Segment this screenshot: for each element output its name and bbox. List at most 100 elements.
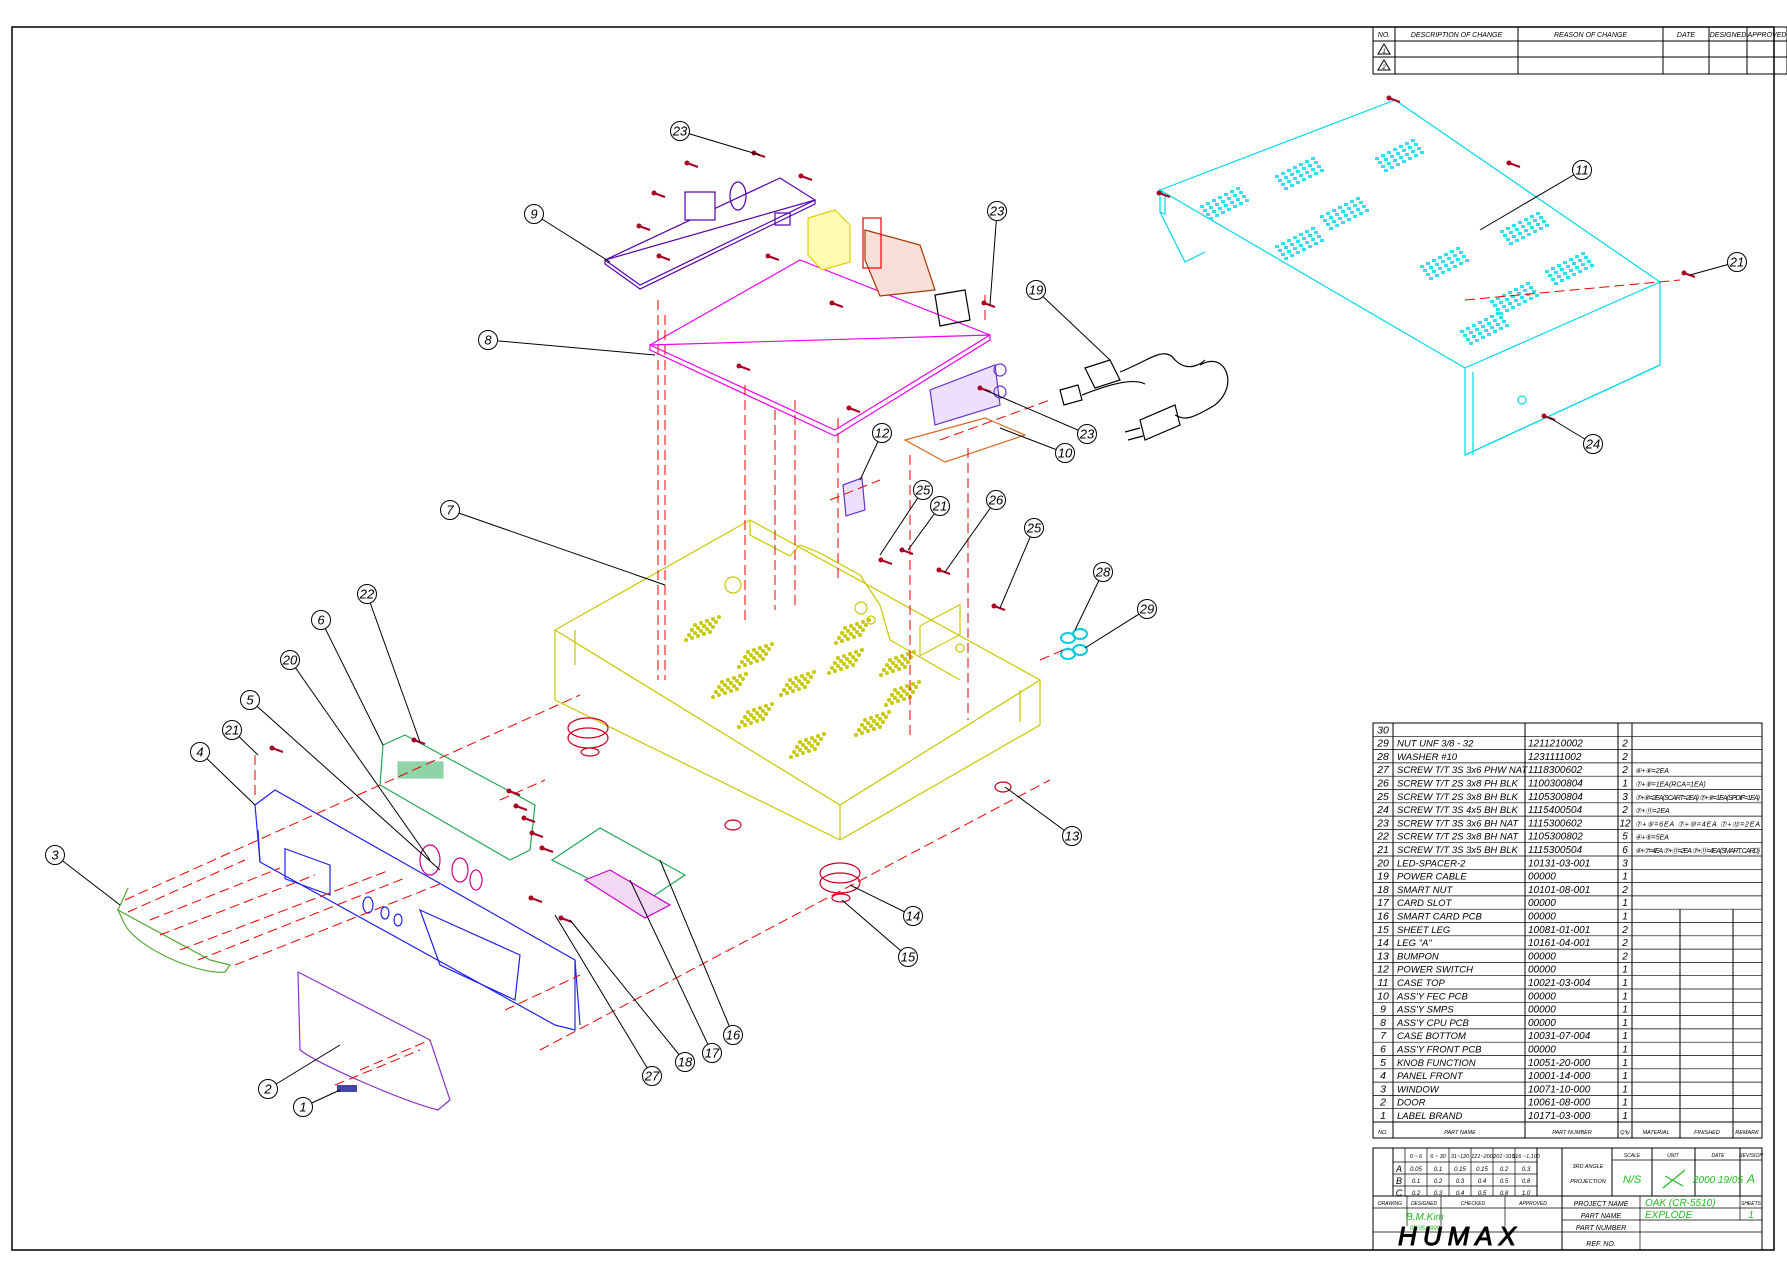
bom-qty: 6 bbox=[1622, 845, 1628, 856]
callout-number: 25 bbox=[915, 483, 931, 498]
leader-line bbox=[366, 593, 421, 743]
callout-circle bbox=[1077, 424, 1097, 444]
callout-circle bbox=[190, 742, 210, 762]
case-bottom-part bbox=[553, 519, 1042, 841]
callout-circle bbox=[872, 423, 892, 443]
callout-circle bbox=[898, 947, 918, 967]
legs-part bbox=[567, 717, 861, 903]
leader-line bbox=[984, 389, 1088, 435]
tolerance-value: 0.3 bbox=[1434, 1191, 1443, 1197]
bom-item-no: 30 bbox=[1377, 724, 1389, 736]
callout-number: 23 bbox=[989, 204, 1005, 219]
part-name: EXPLODE bbox=[1645, 1210, 1693, 1221]
bom-item-no: 1 bbox=[1380, 1110, 1386, 1122]
tolerance-range: 121~200 bbox=[1471, 1154, 1494, 1160]
bom-part-number: 00000 bbox=[1528, 965, 1556, 976]
callout-circle bbox=[293, 1097, 313, 1117]
screw-head-icon bbox=[977, 385, 983, 391]
bom-qty: 1 bbox=[1622, 965, 1628, 976]
part-number-label: PART NUMBER bbox=[1576, 1225, 1626, 1232]
callout-circle bbox=[670, 121, 690, 141]
bom-qty: 1 bbox=[1622, 1084, 1628, 1095]
power-switch-part bbox=[842, 477, 866, 517]
panel-front-part bbox=[254, 789, 581, 1031]
drawing-label: DRAWING bbox=[1378, 1201, 1402, 1207]
tolerance-value: 0.15 bbox=[1454, 1167, 1466, 1173]
bom-header-finished: FINISHED bbox=[1694, 1130, 1720, 1136]
screw-head-icon bbox=[878, 557, 884, 563]
leader-line bbox=[267, 1044, 341, 1090]
tolerance-value: 1.0 bbox=[1522, 1191, 1531, 1197]
callout-number: 21 bbox=[224, 723, 239, 738]
bom-qty: 1 bbox=[1622, 1058, 1628, 1069]
callout-circle bbox=[524, 204, 544, 224]
leader-line bbox=[554, 914, 653, 1077]
bom-item-no: 18 bbox=[1377, 884, 1389, 896]
screw-head-icon bbox=[558, 915, 564, 921]
approved-label: APPROVED bbox=[1518, 1201, 1547, 1207]
bom-remark: ④+⑦=4EA ⑦+⑪=2EA ⑦+⑪=4EA(SMART CARD) bbox=[1635, 847, 1760, 855]
bom-part-number: 1211210002 bbox=[1528, 739, 1583, 750]
tolerance-value: 0.1 bbox=[1434, 1167, 1442, 1173]
drawing-area: 2392381911211210232472521262528292262052… bbox=[45, 95, 1747, 1117]
knob-function-part bbox=[419, 844, 483, 891]
screw-head-icon bbox=[1386, 95, 1392, 101]
callout-circle bbox=[675, 1052, 695, 1072]
tolerance-value: 0.5 bbox=[1478, 1191, 1487, 1197]
screw-head-icon bbox=[1156, 190, 1162, 196]
bom-qty: 1 bbox=[1622, 1005, 1628, 1016]
callout-number: 26 bbox=[988, 493, 1004, 508]
bom-part-name: SCREW T/T 2S 3x8 BH NAT bbox=[1397, 832, 1519, 843]
leader-line bbox=[449, 509, 666, 586]
bom-item-no: 5 bbox=[1380, 1057, 1386, 1069]
callout-number: 20 bbox=[282, 653, 298, 668]
bom-qty: 1 bbox=[1622, 898, 1628, 909]
bom-qty: 1 bbox=[1622, 1098, 1628, 1109]
designer-name: B.M.Kim bbox=[1406, 1212, 1444, 1223]
bom-item-no: 26 bbox=[1376, 778, 1389, 790]
part-name-label: PART NAME bbox=[1581, 1213, 1622, 1220]
tolerance-class: B bbox=[1396, 1176, 1402, 1186]
callout-circle bbox=[440, 500, 460, 520]
bom-item-no: 22 bbox=[1376, 831, 1389, 843]
tolerance-range: 201~315 bbox=[1492, 1154, 1516, 1160]
bom-qty: 2 bbox=[1621, 752, 1628, 763]
designed-label: DESIGNED bbox=[1411, 1201, 1438, 1207]
bom-qty: 3 bbox=[1622, 792, 1628, 803]
design-date: 05.05.1999 bbox=[1410, 1226, 1441, 1232]
callout-circle bbox=[1727, 252, 1747, 272]
tolerance-range: 31~120 bbox=[1451, 1154, 1470, 1160]
leader-line bbox=[487, 339, 656, 356]
tolerance-value: 0.2 bbox=[1500, 1167, 1509, 1173]
screw-head-icon bbox=[506, 788, 512, 794]
callout-circle bbox=[45, 845, 65, 865]
screw-head-icon bbox=[539, 845, 545, 851]
callout-circle bbox=[986, 490, 1006, 510]
bom-part-number: 10161-04-001 bbox=[1528, 938, 1590, 949]
bom-part-number: 1115300602 bbox=[1528, 818, 1583, 829]
angle-label: 3RD ANGLE bbox=[1573, 1164, 1604, 1170]
tolerance-class: C bbox=[1396, 1188, 1403, 1198]
screw-head-icon bbox=[528, 895, 534, 901]
bom-part-name: SCREW T/T 3S 4x5 BH BLK bbox=[1397, 805, 1519, 816]
revision-header: DESCRIPTION OF CHANGE bbox=[1411, 32, 1503, 39]
tolerance-value: 0.4 bbox=[1456, 1191, 1465, 1197]
bom-item-no: 9 bbox=[1380, 1004, 1386, 1016]
callout-number: 3 bbox=[51, 848, 59, 863]
callout-number: 8 bbox=[484, 333, 492, 348]
tolerance-range: 316 ~1,100 bbox=[1512, 1154, 1541, 1160]
callout-circle bbox=[1572, 160, 1592, 180]
screw-head-icon bbox=[656, 253, 662, 259]
leader-line bbox=[533, 213, 611, 263]
tolerance-value: 0.1 bbox=[1412, 1179, 1420, 1185]
bom-part-number: 00000 bbox=[1528, 872, 1556, 883]
projection-label: PROJECTION bbox=[1570, 1179, 1605, 1185]
bom-item-no: 25 bbox=[1376, 791, 1389, 803]
label-brand-part bbox=[337, 1085, 357, 1092]
callout-number: 15 bbox=[901, 950, 916, 965]
bom-qty: 1 bbox=[1622, 912, 1628, 923]
bom-part-name: NUT UNF 3/8 - 32 bbox=[1397, 739, 1474, 750]
screw-head-icon bbox=[798, 173, 804, 179]
screw-head-icon bbox=[1681, 270, 1687, 276]
